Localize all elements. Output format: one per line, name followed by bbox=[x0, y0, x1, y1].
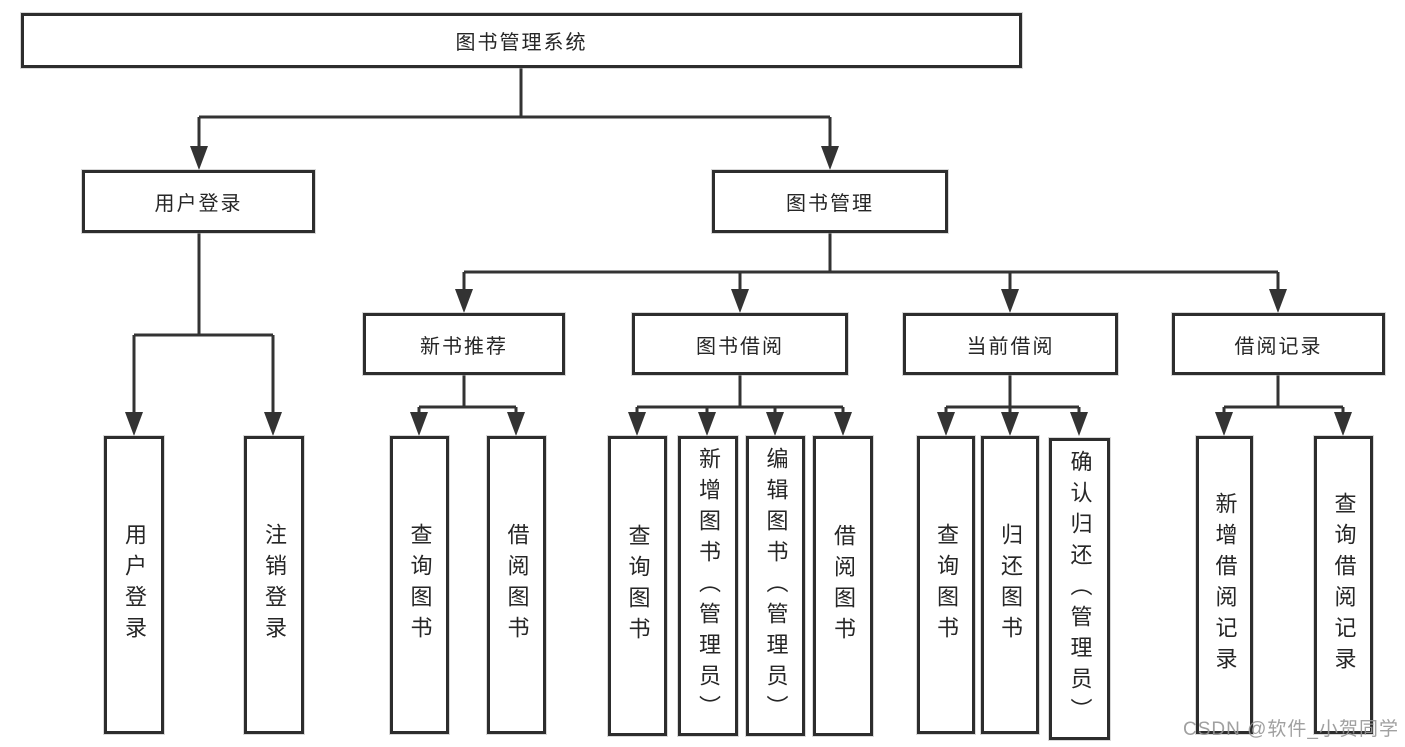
node-current-borrowing-label: 当前借阅 bbox=[966, 335, 1055, 358]
connector-user-login bbox=[125, 233, 282, 436]
node-add-books-admin: 新增图书（管理员） bbox=[678, 436, 738, 736]
connector-borrow-records bbox=[1215, 375, 1352, 436]
node-borrow-records-label: 借阅记录 bbox=[1234, 335, 1323, 358]
node-borrow-books-2-label: 借阅图书 bbox=[831, 524, 856, 648]
node-query-borrow-record: 查询借阅记录 bbox=[1314, 436, 1373, 734]
node-borrow-books-2: 借阅图书 bbox=[813, 436, 873, 736]
node-new-book-recommend-label: 新书推荐 bbox=[420, 335, 508, 358]
node-edit-books-admin: 编辑图书（管理员） bbox=[746, 436, 805, 736]
node-query-books-2: 查询图书 bbox=[608, 436, 667, 736]
node-borrow-records: 借阅记录 bbox=[1172, 313, 1385, 375]
node-book-borrowing-label: 图书借阅 bbox=[696, 335, 784, 358]
node-root-label: 图书管理系统 bbox=[455, 32, 588, 54]
node-return-books: 归还图书 bbox=[981, 436, 1039, 734]
node-new-book-recommend: 新书推荐 bbox=[363, 313, 565, 375]
node-user-login-label: 用户登录 bbox=[154, 193, 243, 215]
node-user-login-leaf: 用户登录 bbox=[104, 436, 164, 734]
node-borrow-books-1: 借阅图书 bbox=[487, 436, 546, 734]
node-borrow-books-1-label: 借阅图书 bbox=[504, 523, 530, 647]
node-book-borrowing: 图书借阅 bbox=[632, 313, 848, 375]
connector-root bbox=[190, 68, 839, 170]
node-confirm-return-admin: 确认归还（管理员） bbox=[1049, 438, 1110, 740]
node-add-borrow-record: 新增借阅记录 bbox=[1196, 436, 1253, 734]
node-add-books-admin-label: 新增图书（管理员） bbox=[696, 446, 721, 726]
connector-current-borrowing bbox=[937, 375, 1088, 436]
node-edit-books-admin-label: 编辑图书（管理员） bbox=[763, 446, 789, 726]
node-root: 图书管理系统 bbox=[21, 13, 1022, 68]
node-query-books-1: 查询图书 bbox=[390, 436, 449, 734]
node-user-login: 用户登录 bbox=[82, 170, 315, 233]
node-query-borrow-record-label: 查询借阅记录 bbox=[1331, 492, 1357, 678]
node-confirm-return-admin-label: 确认归还（管理员） bbox=[1067, 449, 1093, 729]
node-logout-label: 注销登录 bbox=[262, 523, 287, 647]
connector-book-management bbox=[455, 233, 1287, 313]
node-return-books-label: 归还图书 bbox=[998, 523, 1023, 647]
node-book-management-label: 图书管理 bbox=[786, 193, 874, 215]
node-logout: 注销登录 bbox=[244, 436, 304, 734]
connector-book-borrowing bbox=[628, 375, 852, 436]
node-query-books-3: 查询图书 bbox=[917, 436, 975, 734]
node-query-books-3-label: 查询图书 bbox=[934, 523, 959, 647]
node-book-management: 图书管理 bbox=[712, 170, 948, 233]
connector-new-book-recommend bbox=[410, 375, 525, 436]
node-query-books-1-label: 查询图书 bbox=[407, 523, 433, 647]
node-user-login-leaf-label: 用户登录 bbox=[122, 523, 147, 647]
node-add-borrow-record-label: 新增借阅记录 bbox=[1212, 492, 1238, 678]
node-query-books-2-label: 查询图书 bbox=[625, 524, 651, 648]
watermark: CSDN @软件_小贺同学 bbox=[1183, 719, 1399, 740]
node-current-borrowing: 当前借阅 bbox=[903, 313, 1118, 375]
